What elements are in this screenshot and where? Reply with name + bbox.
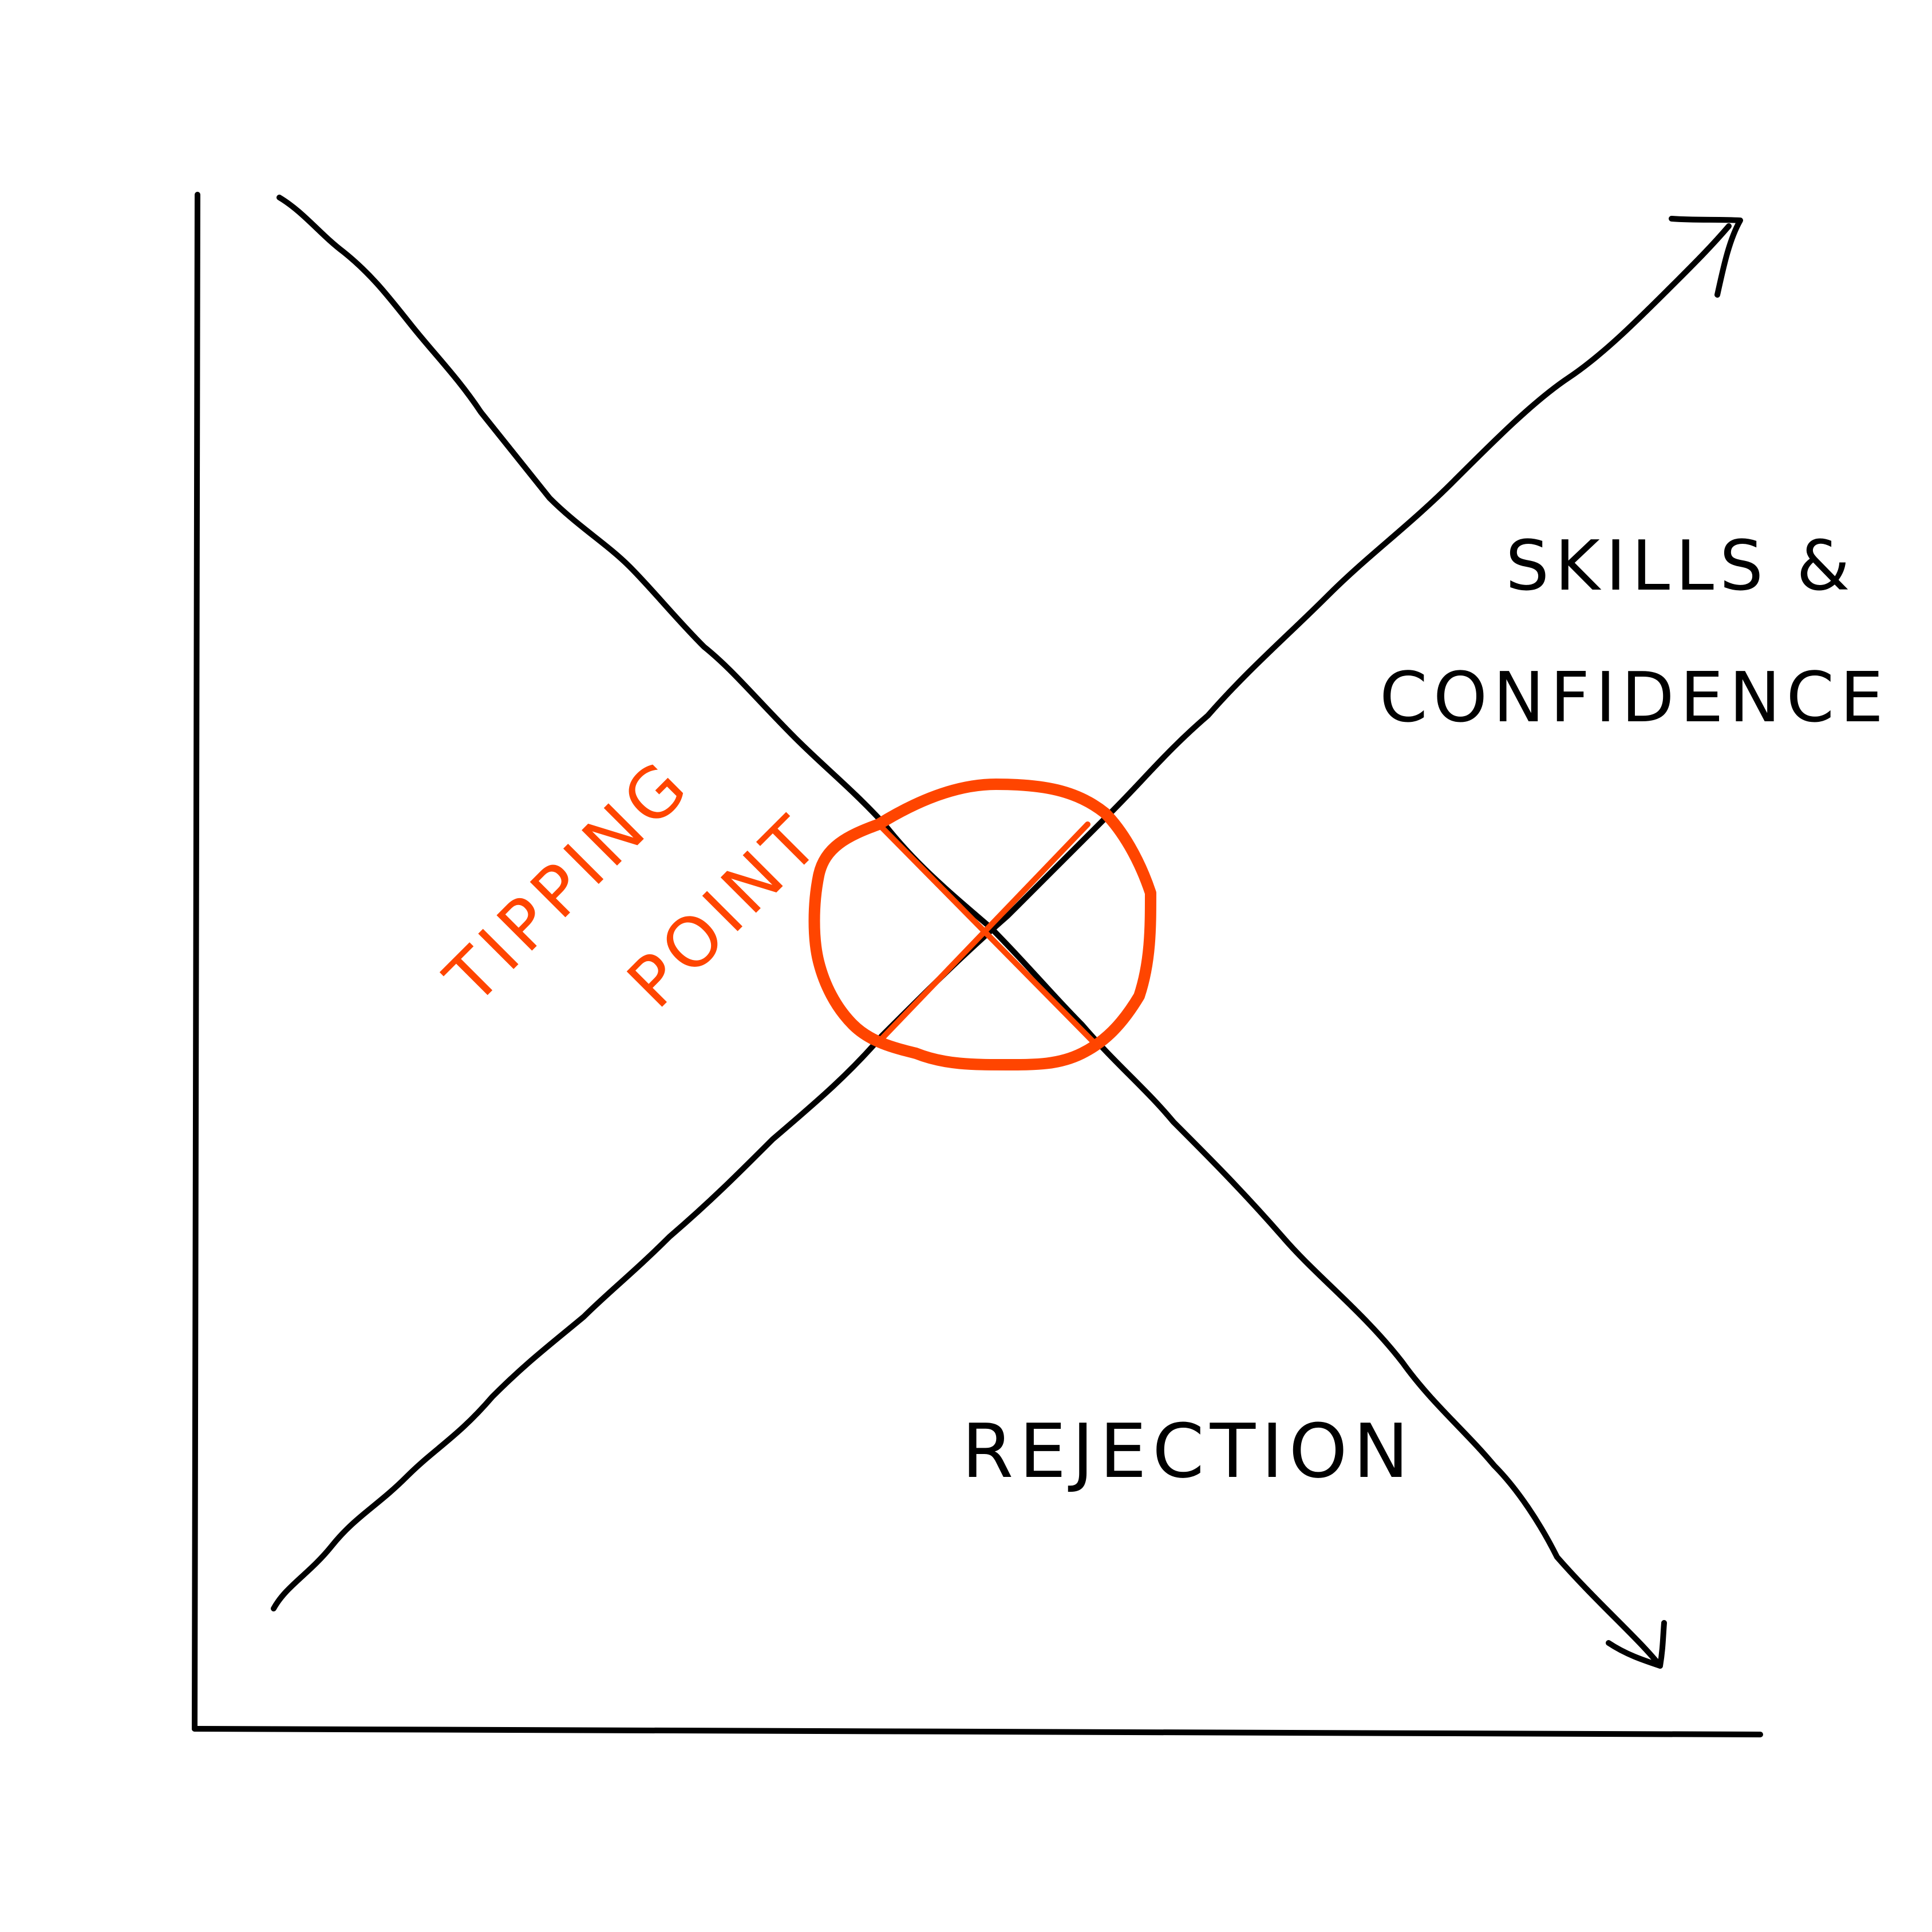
skills-arrowhead	[1669, 216, 1743, 298]
rejection-arrowhead	[1606, 1620, 1667, 1669]
y-axis	[192, 192, 200, 1732]
x-axis	[192, 1726, 1763, 1737]
tipping-point-circle	[808, 779, 1156, 1070]
skills-label-line2: CONFIDENCE	[1380, 658, 1889, 738]
axes	[192, 192, 1763, 1737]
tipping-point-label: TIPPING POINT	[430, 744, 837, 1023]
rejection-label: REJECTION	[962, 1408, 1415, 1495]
labels: SKILLS & CONFIDENCE REJECTION TIPPING PO…	[430, 527, 1889, 1495]
skills-label-line1: SKILLS &	[1506, 527, 1856, 606]
